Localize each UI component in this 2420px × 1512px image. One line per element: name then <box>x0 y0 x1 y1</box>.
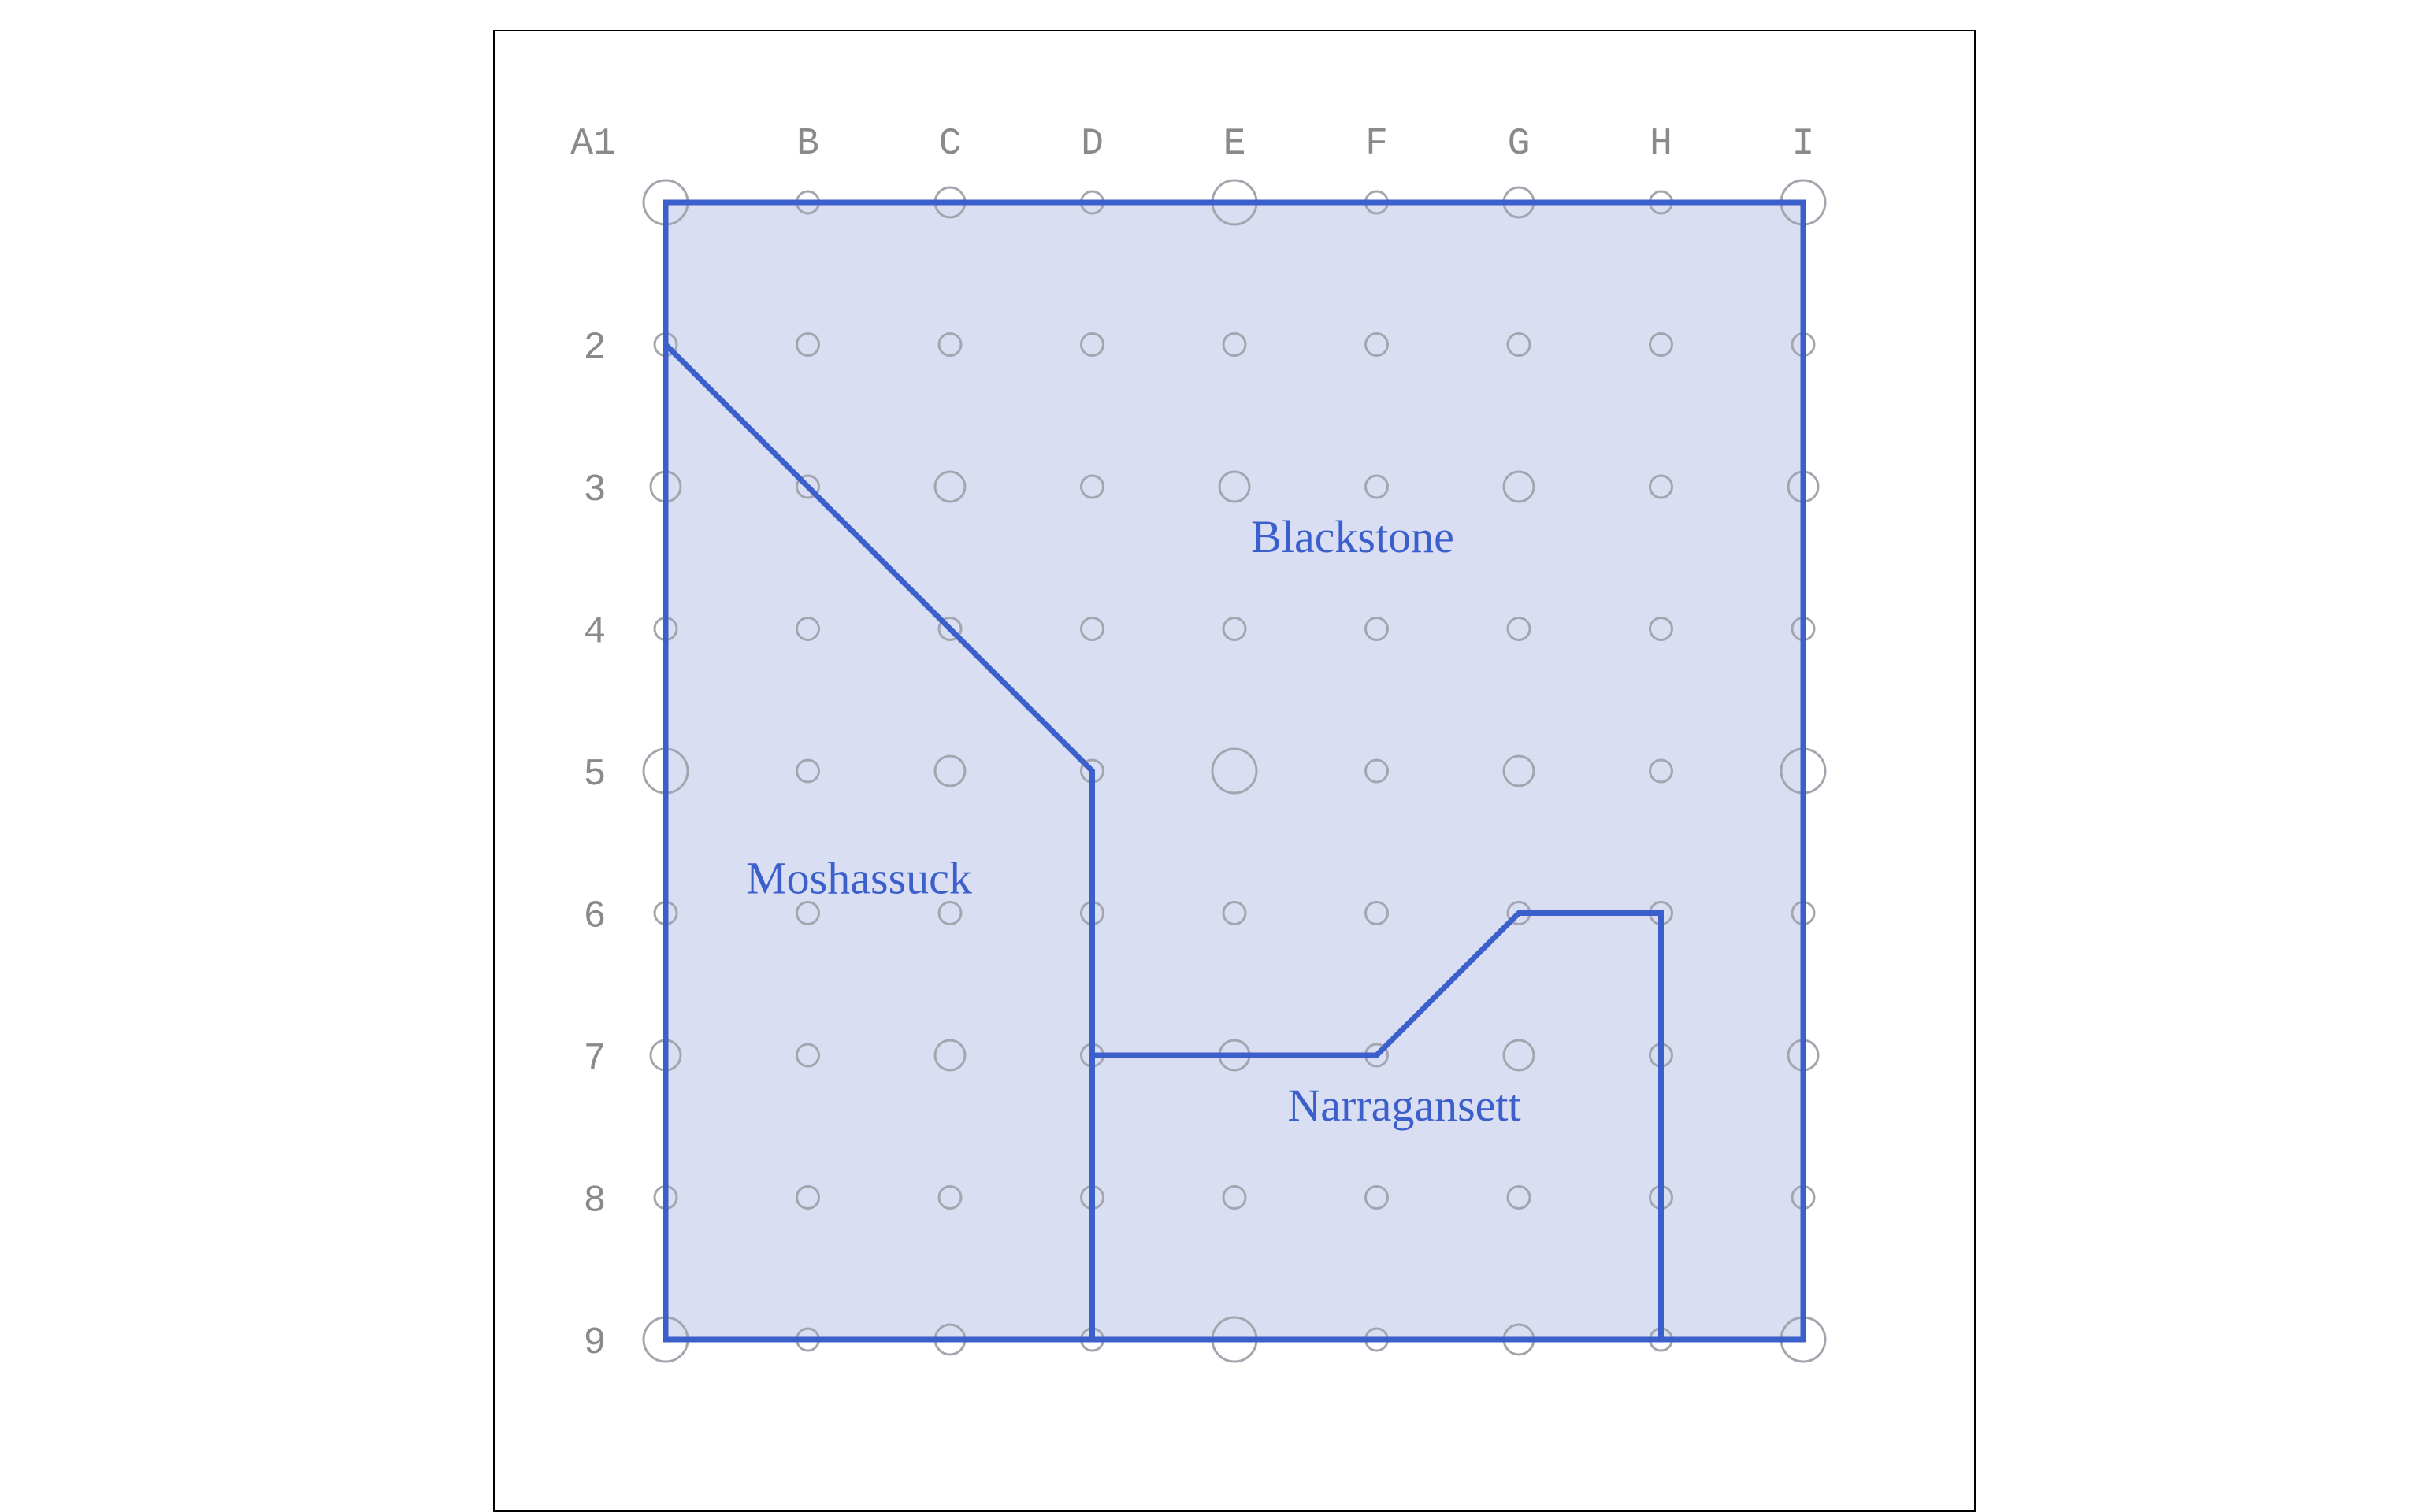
peg-b-6 <box>796 901 820 925</box>
peg-d-3 <box>1080 474 1104 499</box>
column-label-a1: A1 <box>570 123 616 165</box>
peg-c-8 <box>937 1185 963 1210</box>
peg-f-5 <box>1364 758 1389 784</box>
peg-c-2 <box>937 332 963 357</box>
boundary-outer <box>663 199 1806 1343</box>
region-label-narragansett: Narragansett <box>1287 1080 1520 1131</box>
peg-g-3 <box>1502 470 1535 503</box>
peg-f-4 <box>1364 617 1389 641</box>
row-label-3: 3 <box>584 469 607 512</box>
peg-f-6 <box>1364 901 1389 925</box>
peg-h-5 <box>1649 758 1673 784</box>
axis-labels: A1 B C D E F G H I 2 3 4 5 6 7 8 9 <box>570 123 1814 1365</box>
row-label-2: 2 <box>584 328 607 370</box>
peg-c-3 <box>933 470 967 503</box>
boundary-narragansett-edge <box>1089 910 1664 1343</box>
region-label-blackstone: Blackstone <box>1251 511 1454 562</box>
peg-g-4 <box>1506 617 1531 641</box>
column-label-b: B <box>796 123 819 165</box>
peg-f-3 <box>1364 474 1389 499</box>
peg-e-6 <box>1222 901 1247 925</box>
peg-e-8 <box>1222 1185 1247 1210</box>
row-label-5: 5 <box>584 754 607 796</box>
peg-d-2 <box>1080 332 1104 357</box>
peg-g-5 <box>1502 754 1535 788</box>
column-label-f: F <box>1365 123 1388 165</box>
peg-b-3 <box>796 474 820 499</box>
column-label-h: H <box>1650 123 1672 165</box>
column-label-e: E <box>1223 123 1246 165</box>
peg-g-7 <box>1502 1039 1535 1072</box>
peg-c-4 <box>937 617 963 641</box>
shaded-area <box>666 202 1803 1340</box>
region-label-moshassuck: Moshassuck <box>746 852 972 903</box>
peg-c-7 <box>933 1039 967 1072</box>
peg-g-8 <box>1506 1185 1531 1210</box>
peg-c-5 <box>933 754 967 788</box>
column-label-g: G <box>1508 123 1531 165</box>
peg-g-2 <box>1506 332 1531 357</box>
peg-d-4 <box>1080 617 1104 641</box>
peg-b-8 <box>796 1185 820 1210</box>
peg-h-3 <box>1649 474 1673 499</box>
boundary-lines <box>663 199 1806 1343</box>
peg-h-2 <box>1649 332 1673 357</box>
peg-h-4 <box>1649 617 1673 641</box>
row-label-8: 8 <box>584 1180 607 1223</box>
row-label-6: 6 <box>584 896 607 939</box>
column-label-c: C <box>939 123 962 165</box>
column-label-i: I <box>1792 123 1815 165</box>
peg-e-3 <box>1218 470 1251 503</box>
peg-b-7 <box>796 1043 820 1068</box>
row-label-9: 9 <box>584 1322 607 1365</box>
row-label-4: 4 <box>584 612 607 654</box>
column-label-d: D <box>1081 123 1104 165</box>
peg-b-4 <box>796 617 820 641</box>
peg-f-2 <box>1364 332 1389 357</box>
region-fill <box>666 202 1803 1340</box>
peg-b-5 <box>796 758 820 784</box>
peg-c-6 <box>937 901 963 925</box>
peg-b-2 <box>796 332 820 357</box>
peg-e-5 <box>1211 747 1258 795</box>
peg-e-2 <box>1222 332 1247 357</box>
peg-f-8 <box>1364 1185 1389 1210</box>
peg-e-4 <box>1222 617 1247 641</box>
boundary-moshassuck-edge <box>663 342 1095 1343</box>
row-label-7: 7 <box>584 1038 607 1080</box>
